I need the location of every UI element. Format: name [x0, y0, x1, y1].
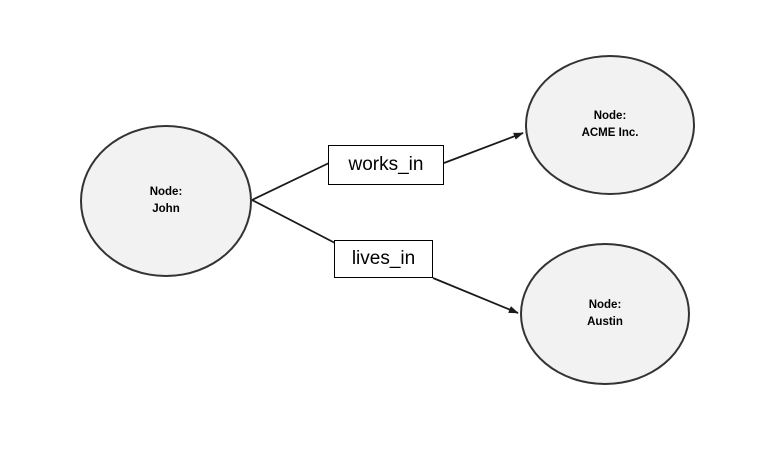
node-austin[interactable]: Node: Austin	[520, 243, 690, 385]
node-austin-value: Austin	[587, 316, 623, 328]
edge-works-in-segment-target	[443, 132, 524, 164]
node-john[interactable]: Node: John	[80, 125, 252, 277]
edge-label-lives-in-text: lives_in	[351, 248, 416, 269]
edge-label-works-in-text: works_in	[348, 154, 424, 175]
node-john-value: John	[152, 203, 180, 215]
node-acme-inc-prefix: Node:	[593, 110, 627, 123]
node-acme-inc[interactable]: Node: ACME Inc.	[525, 55, 695, 195]
node-acme-inc-value: ACME Inc.	[581, 127, 639, 139]
node-austin-prefix: Node:	[588, 299, 622, 312]
edge-lives-in-segment-source	[251, 199, 336, 244]
edge-label-works-in[interactable]: works_in	[328, 145, 444, 185]
edge-label-lives-in[interactable]: lives_in	[334, 240, 433, 278]
edge-lives-in-segment-target	[432, 277, 519, 314]
node-john-prefix: Node:	[149, 186, 183, 199]
edge-works-in-segment-source	[251, 162, 330, 201]
